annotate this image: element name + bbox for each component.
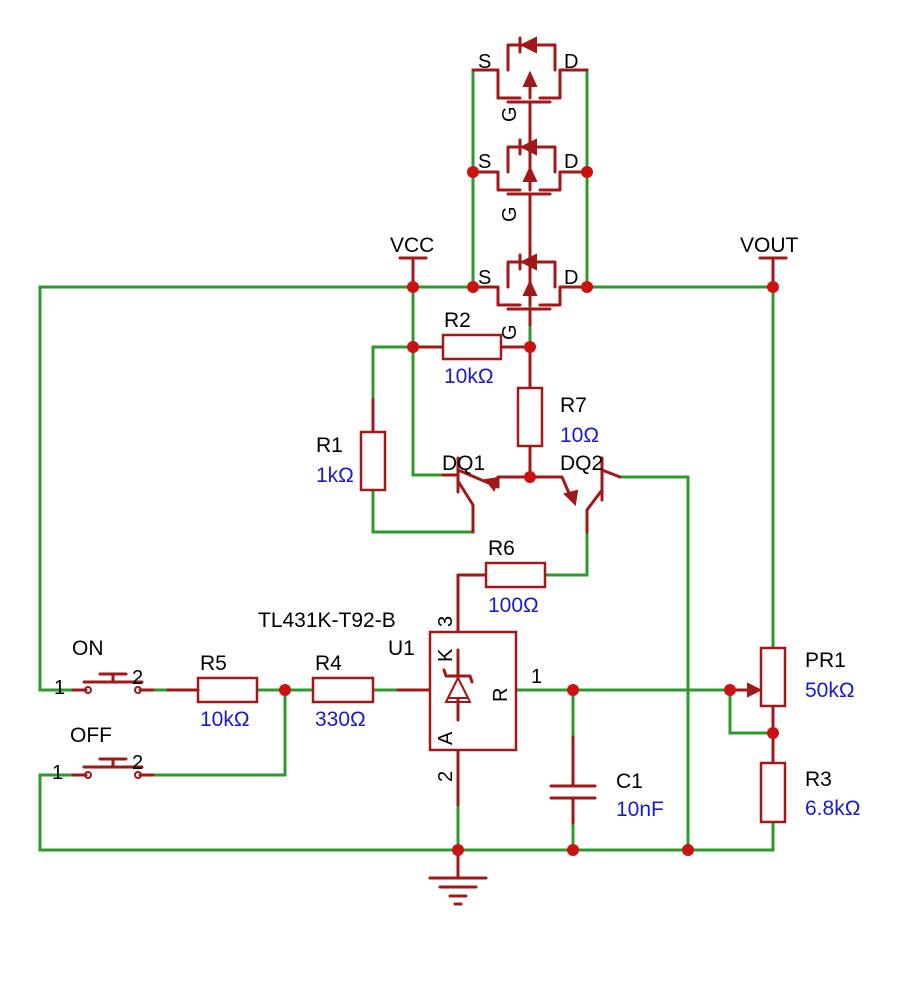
sw-off-pin2: 2 — [132, 752, 143, 774]
u1-a-pin: A — [435, 731, 457, 745]
r1-ref: R1 — [316, 434, 343, 457]
r3-value: 6.8kΩ — [805, 797, 860, 820]
wires — [38, 68, 775, 852]
r6-value: 100Ω — [488, 594, 539, 617]
sw-on-ref: ON — [72, 637, 104, 660]
mosfet-3-g: G — [499, 324, 521, 340]
transistor-dq1: DQ1 — [441, 452, 532, 534]
sw-on-pin1: 1 — [54, 677, 65, 699]
r3-ref: R3 — [805, 768, 832, 791]
wire-off-left — [38, 773, 75, 852]
switch-off: OFF 1 2 — [52, 724, 155, 784]
wire-dq2-collector — [618, 475, 690, 852]
ground-symbol — [428, 848, 488, 906]
mosfet-3-s: S — [478, 267, 491, 289]
vout-net-label: VOUT — [740, 234, 799, 289]
u1-r-pin: R — [490, 688, 512, 702]
resistor-r5: R5 10kΩ — [166, 652, 259, 731]
mosfet-2-g: G — [499, 206, 521, 222]
resistor-r2: R2 10kΩ — [411, 309, 532, 388]
potentiometer-pr1: PR1 50kΩ — [726, 646, 855, 735]
sw-off-ref: OFF — [70, 724, 112, 747]
resistor-r4: R4 330Ω — [311, 652, 375, 731]
mosfet-1-d: D — [564, 51, 578, 73]
wire-vout-rail — [585, 285, 775, 650]
mosfet-1-g: G — [499, 106, 521, 122]
r1-value: 1kΩ — [316, 464, 354, 487]
u1-k-num: 3 — [435, 616, 457, 627]
wire-pot-loop — [728, 688, 775, 735]
r4-ref: R4 — [315, 652, 342, 675]
c1-ref: C1 — [616, 770, 643, 793]
u1-k-pin: K — [435, 648, 457, 662]
wire-r1-branch — [371, 345, 475, 534]
mosfet-1-s: S — [478, 51, 491, 73]
mosfet-1: S D G — [471, 36, 589, 132]
resistor-r3: R3 6.8kΩ — [759, 731, 860, 824]
mosfet-2-s: S — [478, 151, 491, 173]
u1-r-num: 1 — [531, 666, 542, 688]
vcc-net-label: VCC — [390, 234, 434, 289]
c1-value: 10nF — [616, 798, 664, 821]
r7-value: 10Ω — [560, 424, 599, 447]
wire-vcc-drop — [411, 285, 445, 477]
wire-left-rail — [38, 285, 475, 692]
u1-a-num: 2 — [435, 771, 457, 782]
switch-on: ON 1 2 — [54, 637, 155, 699]
u1-ref: U1 — [388, 637, 415, 660]
pr1-ref: PR1 — [805, 649, 846, 672]
resistor-r6: R6 100Ω — [456, 537, 547, 620]
u1-part: TL431K-T92-B — [258, 609, 396, 632]
r4-value: 330Ω — [315, 708, 366, 731]
vout-label: VOUT — [740, 234, 799, 257]
vcc-label: VCC — [390, 234, 434, 257]
r2-value: 10kΩ — [444, 365, 494, 388]
dq2-ref: DQ2 — [560, 452, 603, 475]
wire-r6-right — [543, 530, 589, 577]
tl431-u1: TL431K-T92-B U1 3 2 1 K A R — [258, 609, 542, 807]
resistor-r1: R1 1kΩ — [316, 398, 387, 492]
r5-ref: R5 — [200, 652, 227, 675]
r2-ref: R2 — [444, 309, 471, 332]
r5-value: 10kΩ — [200, 708, 250, 731]
sw-on-pin2: 2 — [132, 667, 143, 689]
resistor-r7: R7 10Ω — [516, 345, 599, 479]
r7-ref: R7 — [560, 394, 587, 417]
r6-ref: R6 — [488, 537, 515, 560]
pr1-value: 50kΩ — [805, 679, 855, 702]
capacitor-c1: C1 10nF — [549, 735, 664, 825]
mosfet-2-d: D — [564, 151, 578, 173]
mosfet-3: S D G — [471, 253, 589, 340]
sw-off-pin1: 1 — [52, 762, 63, 784]
junctions — [279, 166, 779, 856]
transistor-dq2: DQ2 — [528, 452, 622, 534]
mosfet-3-d: D — [564, 267, 578, 289]
mosfet-2: S D G — [471, 138, 589, 222]
dq1-ref: DQ1 — [442, 452, 485, 475]
